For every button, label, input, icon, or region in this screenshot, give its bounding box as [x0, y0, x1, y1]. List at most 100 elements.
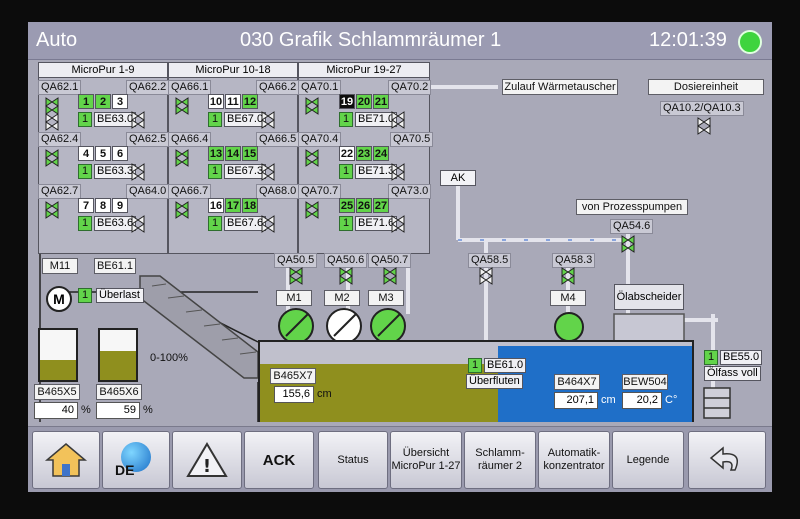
- valve-tag: QA64.0: [126, 184, 170, 199]
- tank2-unit: %: [143, 404, 153, 416]
- tank-fill: [100, 350, 136, 380]
- valve-tag: QA70.1: [298, 80, 342, 95]
- module-15[interactable]: 15: [242, 146, 258, 161]
- valve-tag: QA66.5: [256, 132, 300, 147]
- module-3[interactable]: 3: [112, 94, 128, 109]
- b465x5-label: B465X5: [34, 384, 80, 400]
- module-13[interactable]: 13: [208, 146, 224, 161]
- motor-m11-icon[interactable]: M: [46, 286, 72, 312]
- module-17[interactable]: 17: [225, 198, 241, 213]
- status-button[interactable]: Status: [318, 431, 388, 489]
- be-tag: BE63.3: [94, 164, 137, 179]
- valve-tag: QA62.4: [38, 132, 82, 147]
- module-19[interactable]: 19: [339, 94, 355, 109]
- hmi-screen: Auto 030 Grafik Schlammräumer 1 12:01:39: [28, 22, 772, 492]
- b465x6-label: B465X6: [96, 384, 142, 400]
- module-20[interactable]: 20: [356, 94, 372, 109]
- module-10[interactable]: 10: [208, 94, 224, 109]
- svg-text:!: !: [203, 456, 211, 477]
- ueberlast-label: Überlast: [96, 288, 144, 303]
- b464x7-value: 207,1: [554, 392, 598, 409]
- back-button[interactable]: [688, 431, 766, 489]
- language-button[interactable]: DE: [102, 431, 170, 489]
- valve-tag: QA62.7: [38, 184, 82, 199]
- home-button[interactable]: [32, 431, 100, 489]
- group-title: MicroPur 19-27: [298, 62, 430, 78]
- ak-label: AK: [440, 170, 476, 186]
- valve-tag: QA70.5: [390, 132, 434, 147]
- automatik-button[interactable]: Automatik-konzentrator: [538, 431, 610, 489]
- run-indicator: 1: [208, 164, 222, 179]
- run-indicator: 1: [339, 112, 353, 127]
- module-24[interactable]: 24: [373, 146, 389, 161]
- qa58-3-tag: QA58.3: [552, 253, 596, 268]
- bew504-label: BEW504: [622, 374, 668, 390]
- module-16[interactable]: 16: [208, 198, 224, 213]
- module-11[interactable]: 11: [225, 94, 241, 109]
- qa58-5-tag: QA58.5: [468, 253, 512, 268]
- module-4[interactable]: 4: [78, 146, 94, 161]
- page-title: 030 Grafik Schlammräumer 1: [240, 29, 502, 51]
- module-5[interactable]: 5: [95, 146, 111, 161]
- tank1-value: 40: [34, 402, 78, 419]
- be55-indicator: 1: [704, 350, 718, 365]
- module-26[interactable]: 26: [356, 198, 372, 213]
- level-unit: cm: [317, 388, 332, 400]
- valve-tag: QA70.4: [298, 132, 342, 147]
- ack-button[interactable]: ACK: [244, 431, 314, 489]
- module-6[interactable]: 6: [112, 146, 128, 161]
- run-indicator: 1: [339, 164, 353, 179]
- module-1[interactable]: 1: [78, 94, 94, 109]
- micropur-valves: [45, 97, 405, 233]
- legende-button[interactable]: Legende: [612, 431, 684, 489]
- be-tag: BE63.0: [94, 112, 137, 127]
- be61-0-label: BE61.0: [484, 358, 527, 373]
- language-label: DE: [115, 462, 135, 478]
- module-22[interactable]: 22: [339, 146, 355, 161]
- module-21[interactable]: 21: [373, 94, 389, 109]
- be-tag: BE67.3: [224, 164, 267, 179]
- module-2[interactable]: 2: [95, 94, 111, 109]
- mode-indicator[interactable]: Auto: [36, 29, 78, 51]
- module-23[interactable]: 23: [356, 146, 372, 161]
- qa50-6-tag: QA50.6: [324, 253, 368, 268]
- oelabscheider-label[interactable]: Ölabscheider: [614, 284, 684, 310]
- be-tag: BE63.6: [94, 216, 137, 231]
- run-indicator: 1: [208, 112, 222, 127]
- m3-label: M3: [368, 290, 404, 306]
- m2-label: M2: [324, 290, 360, 306]
- m11-label: M11: [42, 258, 78, 274]
- be61-1-label: BE61.1: [94, 258, 136, 274]
- be-tag: BE71.0: [355, 112, 398, 127]
- schlammraeumer2-button[interactable]: Schlamm-räumer 2: [464, 431, 536, 489]
- bottom-toolbar: DE ! ACK Status Übersicht MicroPur 1-27 …: [28, 426, 772, 492]
- module-14[interactable]: 14: [225, 146, 241, 161]
- m4-label: M4: [550, 290, 586, 306]
- ueberfluten-label: Überfluten: [466, 374, 523, 389]
- module-9[interactable]: 9: [112, 198, 128, 213]
- alarm-button[interactable]: !: [172, 431, 242, 489]
- valve-tag: QA68.0: [256, 184, 300, 199]
- qa54-tag: QA54.6: [610, 219, 654, 234]
- b464x7-unit: cm: [601, 394, 616, 406]
- module-27[interactable]: 27: [373, 198, 389, 213]
- module-7[interactable]: 7: [78, 198, 94, 213]
- back-arrow-icon: [709, 446, 738, 471]
- run-indicator: 1: [339, 216, 353, 231]
- dosier-label[interactable]: Dosiereinheit: [648, 79, 764, 95]
- module-25[interactable]: 25: [339, 198, 355, 213]
- module-8[interactable]: 8: [95, 198, 111, 213]
- warning-icon: !: [186, 442, 228, 477]
- title-bar: Auto 030 Grafik Schlammräumer 1 12:01:39: [28, 22, 772, 60]
- pump-m4-icon[interactable]: [554, 312, 584, 342]
- valve-tag: QA62.1: [38, 80, 82, 95]
- tank1-unit: %: [81, 404, 91, 416]
- level-value: 155,6: [274, 386, 314, 403]
- module-12[interactable]: 12: [242, 94, 258, 109]
- m11-indicator: 1: [78, 288, 92, 303]
- group-title: MicroPur 10-18: [168, 62, 298, 78]
- uebersicht-button[interactable]: Übersicht MicroPur 1-27: [390, 431, 462, 489]
- zulauf-label: Zulauf Wärmetauscher: [502, 79, 618, 95]
- run-indicator: 1: [78, 216, 92, 231]
- module-18[interactable]: 18: [242, 198, 258, 213]
